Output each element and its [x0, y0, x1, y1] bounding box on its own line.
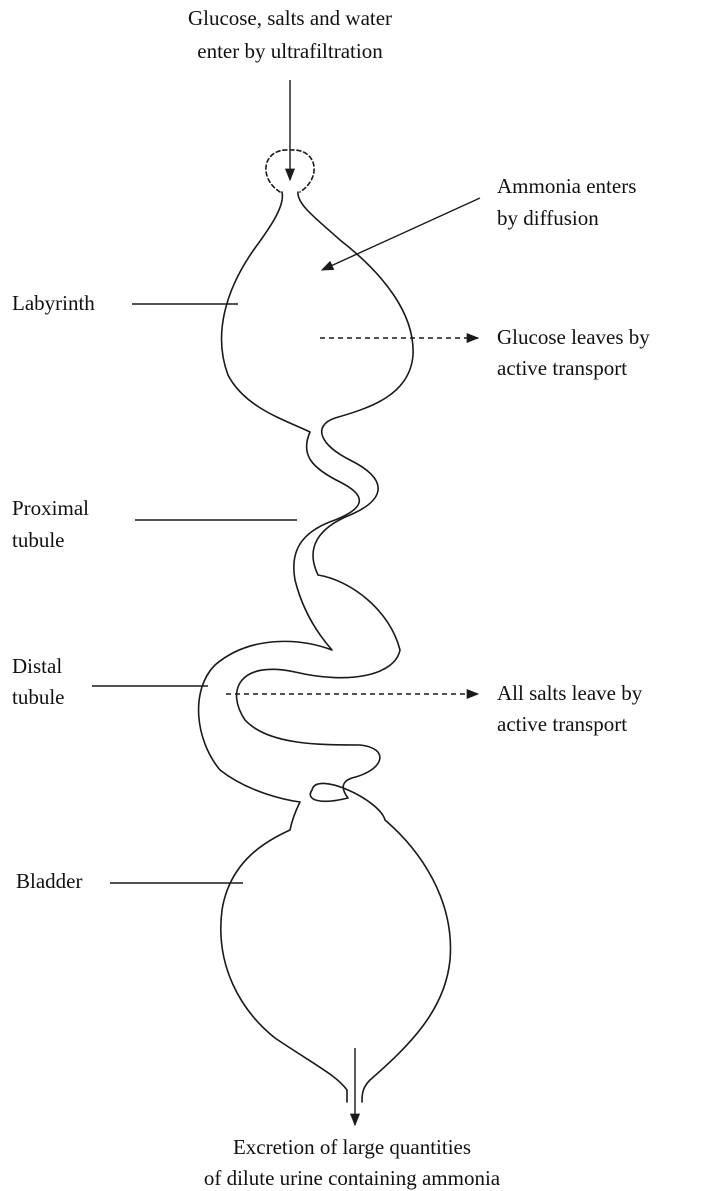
ammonia-arrow [322, 198, 480, 270]
gland-left-wall [199, 192, 360, 1102]
bladder-label: Bladder [16, 869, 82, 893]
glucose-label-line2: active transport [497, 356, 627, 380]
bottom-label-line1: Excretion of large quantities [233, 1135, 471, 1159]
proximal-label-line1: Proximal [12, 496, 89, 520]
top-label-line2: enter by ultrafiltration [197, 39, 383, 63]
distal-label-line2: tubule [12, 685, 65, 709]
top-label-line1: Glucose, salts and water [188, 6, 392, 30]
proximal-label-line2: tubule [12, 528, 65, 552]
distal-label-line1: Distal [12, 654, 62, 678]
ammonia-label-line2: by diffusion [497, 206, 599, 230]
bottom-label-line2: of dilute urine containing ammonia [204, 1166, 501, 1190]
gland-right-wall [237, 192, 451, 1102]
salts-label-line2: active transport [497, 712, 627, 736]
salts-label-line1: All salts leave by [497, 681, 643, 705]
glucose-label-line1: Glucose leaves by [497, 325, 650, 349]
labyrinth-label: Labyrinth [12, 291, 95, 315]
ammonia-label-line1: Ammonia enters [497, 174, 636, 198]
